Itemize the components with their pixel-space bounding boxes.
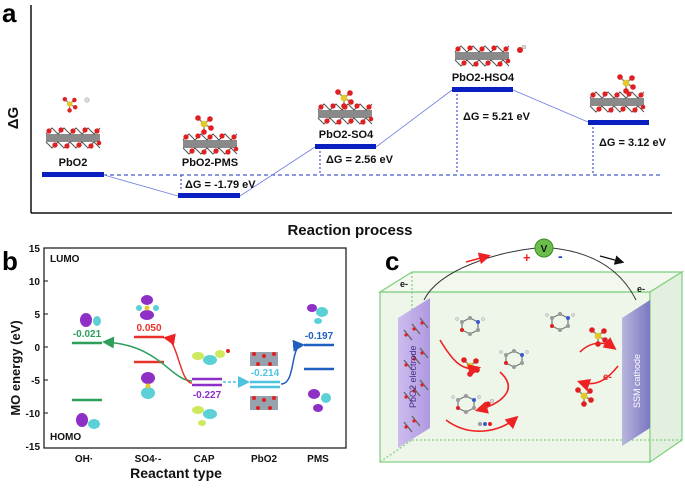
energy-bar-pbo2-so4 [315,144,376,149]
structure-final [589,73,646,114]
arrow-cap-to-so4 [163,333,193,384]
reaction-arrow-5 [579,337,617,353]
value-pbo2: -0.214 [251,368,280,379]
ssm-cathode: SSM cathode [622,300,650,446]
ytick-5: 5 [34,310,40,321]
xtick-pms: PMS [307,454,329,465]
panel-a: a ΔG Reaction process PbO2 PbO2-PMS PbO2… [2,0,672,239]
electron-mid: e- [603,372,612,383]
structure-pbo2-so4 [317,88,374,126]
ytick-15: 15 [29,244,41,255]
electron-left: e- [400,279,408,289]
reaction-arrow-4 [576,365,619,392]
dg-label-pms: ΔG = -1.79 eV [185,179,256,191]
connector-3 [375,89,453,148]
panel-b-xticks: OH· SO4·- CAP PbO2 PMS [75,454,329,465]
connector-4 [512,89,589,123]
energy-bar-final [588,120,649,125]
ytick-minus15: -15 [26,442,41,453]
arrow-cap-to-oh [102,336,193,382]
ytick-10: 10 [29,277,41,288]
xtick-oh: OH· [75,454,93,465]
ytick-minus5: -5 [31,376,40,387]
orbital-pbo2-homo [250,396,278,410]
state-label-pbo2-hso4: PbO2-HSO4 [452,72,515,84]
panel-b-xlabel: Reactant type [130,465,222,481]
xtick-so4: SO4·- [135,454,162,465]
voltmeter: V [534,238,554,258]
panel-b: b MO energy (eV) Reactant type LUMO HOMO… [2,244,347,481]
electron-right: e- [637,284,645,294]
dg-label-hso4: ΔG = 5.21 eV [463,111,531,123]
dg-label-final: ΔG = 3.12 eV [599,137,667,149]
energy-bar-pbo2-hso4 [452,87,513,92]
connector-1 [103,174,179,197]
voltmeter-label: V [541,244,548,255]
wire-arrow-right [599,255,625,265]
lumo-label: LUMO [50,254,80,265]
arrow-pbo2-to-pms [280,339,305,385]
value-oh: -0.021 [73,329,102,340]
homo-label: HOMO [50,432,81,443]
dg-label-so4: ΔG = 2.56 eV [326,154,394,166]
orbital-oh-lumo [80,313,101,327]
structure-pbo2-hso4 [454,44,527,68]
pbo2-electrode-label: PbO2 electrode [408,345,418,408]
wire-arrow-left [465,252,491,265]
ssm-cathode-label: SSM cathode [632,354,642,408]
panel-c: c V + - e- e- [377,238,685,464]
reaction-arrow-3 [445,415,519,432]
state-label-pbo2: PbO2 [59,157,88,169]
xtick-cap: CAP [193,454,214,465]
wire-left [423,247,537,301]
panel-a-ylabel: ΔG [5,107,22,129]
orbital-so4-homo [141,372,155,399]
panel-b-frame [43,247,347,449]
orbital-oh-homo [76,413,100,429]
ytick-minus10: -10 [26,409,41,420]
pbo2-electrode: PbO2 electrode [398,298,430,448]
orbital-cap-lumo [192,349,230,365]
wire-right [551,247,637,301]
state-label-pbo2-so4: PbO2-SO4 [319,129,374,141]
reaction-arrow-1 [439,339,482,377]
panel-a-xlabel: Reaction process [287,222,412,239]
reaction-arrow-2 [474,371,509,414]
orbital-pms-homo [308,389,331,412]
state-label-pbo2-pms: PbO2-PMS [182,157,238,169]
connector-2 [239,146,316,197]
value-pms: -0.197 [305,331,334,342]
panel-b-letter: b [2,246,18,276]
panel-b-ylabel: MO energy (eV) [8,320,23,415]
panel-b-yticks: 15 10 5 0 -5 -10 -15 [26,244,48,453]
plus-sign: + [523,250,531,265]
ytick-0: 0 [34,343,40,354]
orbital-pbo2-lumo [250,352,278,366]
energy-bar-pbo2 [42,172,104,177]
orbital-so4-lumo [136,295,159,320]
orbital-pms-lumo [307,304,328,324]
structure-pbo2 [45,96,102,150]
energy-bar-pbo2-pms [178,193,240,198]
structure-pbo2-pms [182,114,239,156]
value-cap: -0.227 [193,390,222,401]
panel-c-letter: c [385,246,399,276]
orbital-cap-homo [192,406,217,426]
minus-sign: - [558,248,563,264]
panel-a-letter: a [2,0,17,28]
xtick-pbo2: PbO2 [251,454,278,465]
value-so4: 0.050 [136,323,161,334]
small-product [478,422,492,426]
